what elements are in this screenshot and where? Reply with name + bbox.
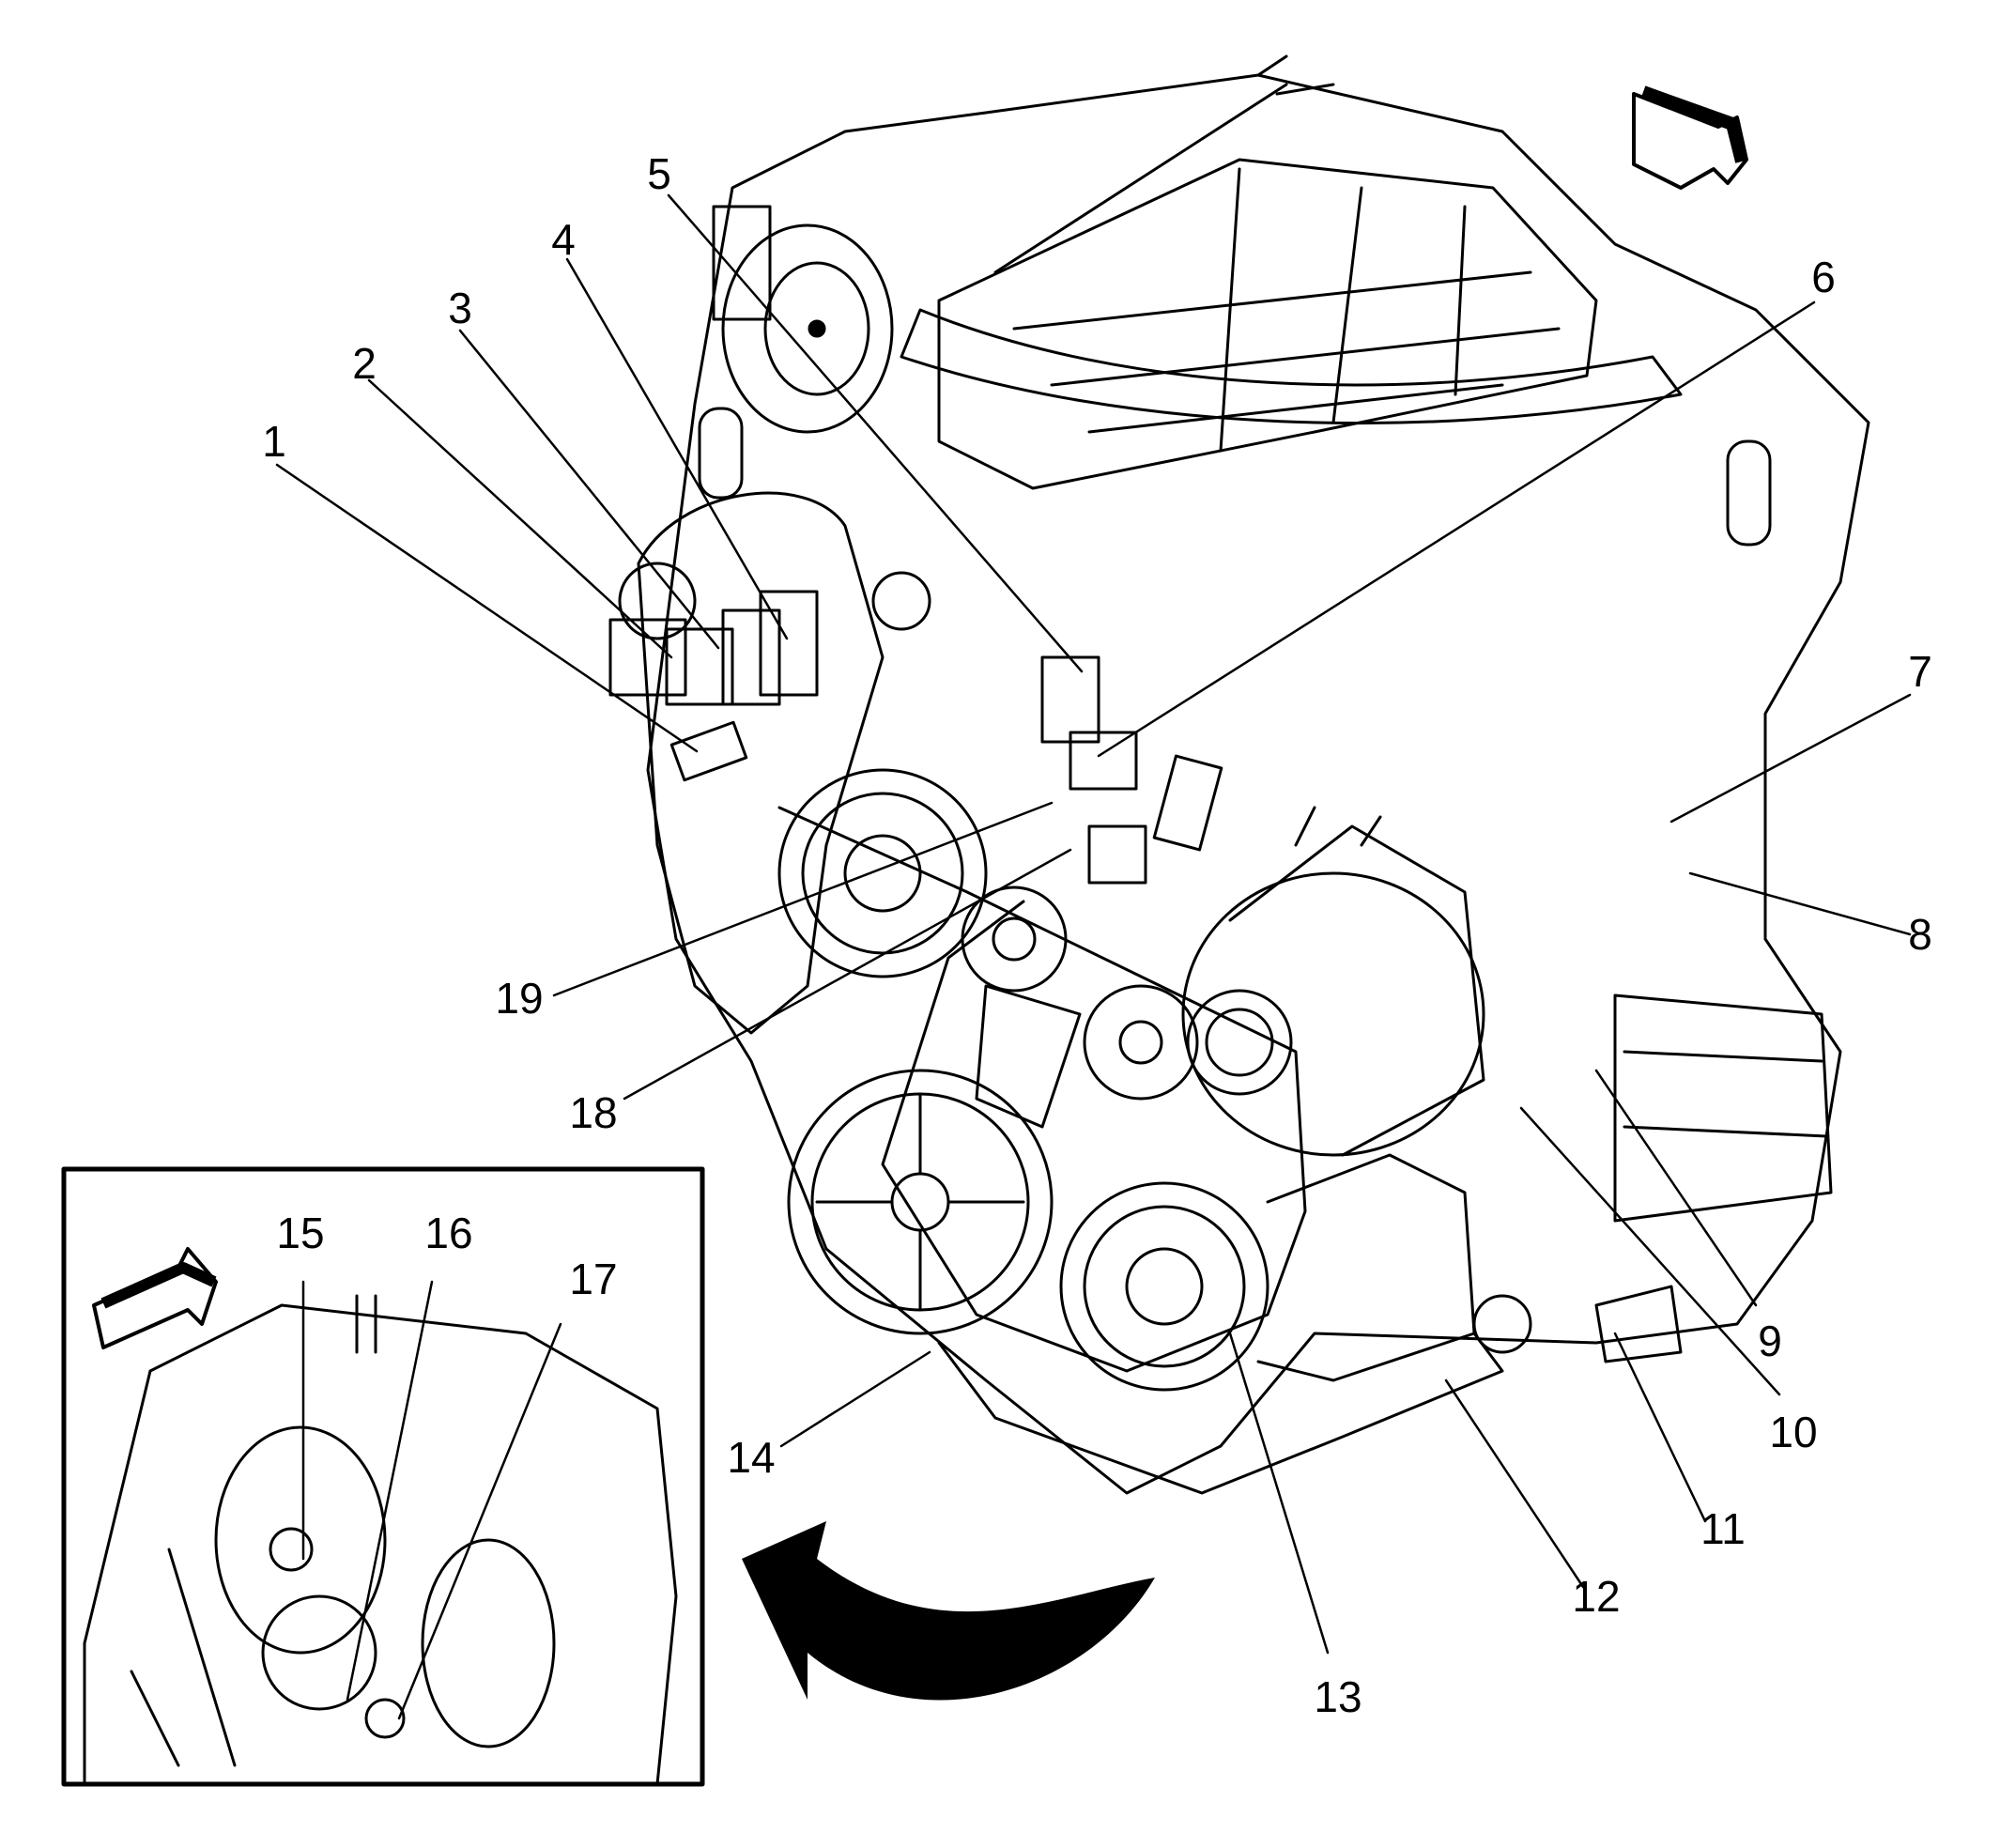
generator <box>1181 871 1485 1157</box>
callout-4: 4 <box>551 215 576 264</box>
callout-12: 12 <box>1572 1572 1621 1621</box>
callout-8: 8 <box>1908 910 1932 959</box>
callout-17: 17 <box>569 1255 618 1303</box>
callout-16: 16 <box>424 1209 473 1257</box>
timing-cover <box>637 491 885 1035</box>
callout-13: 13 <box>1314 1672 1362 1721</box>
idler-pulley <box>1083 984 1199 1101</box>
balancer-pulley <box>777 768 988 978</box>
callout-15: 15 <box>276 1209 325 1257</box>
callout-11: 11 <box>1700 1504 1746 1553</box>
callout-19: 19 <box>495 974 544 1023</box>
ac-compressor-body <box>1256 1153 1476 1382</box>
serpentine-belt <box>777 806 1307 1373</box>
callout-18: 18 <box>569 1088 618 1137</box>
callout-5: 5 <box>647 149 671 198</box>
intake-tube <box>900 308 1683 425</box>
intake-manifold <box>937 158 1598 490</box>
vent-hose <box>993 83 1288 274</box>
catalytic-converter <box>1613 993 1833 1223</box>
rotation-arrow-icon <box>742 1521 1155 1701</box>
callout-2: 2 <box>352 339 377 388</box>
inset-engine-view <box>83 1294 678 1786</box>
ac-compressor-pulley <box>1059 1181 1269 1392</box>
callout-6: 6 <box>1811 253 1836 301</box>
throttle-body <box>721 223 894 434</box>
callout-9: 9 <box>1758 1317 1782 1365</box>
belt-tensioner <box>961 886 1068 993</box>
oil-pan <box>937 1332 1504 1495</box>
callout-14: 14 <box>727 1433 776 1482</box>
callout-10: 10 <box>1769 1408 1818 1456</box>
leader-lines <box>275 193 1912 1720</box>
callout-3: 3 <box>448 284 472 332</box>
callout-1: 1 <box>262 417 286 466</box>
callout-7: 7 <box>1908 647 1932 696</box>
crankshaft-pulley <box>787 1069 1054 1335</box>
